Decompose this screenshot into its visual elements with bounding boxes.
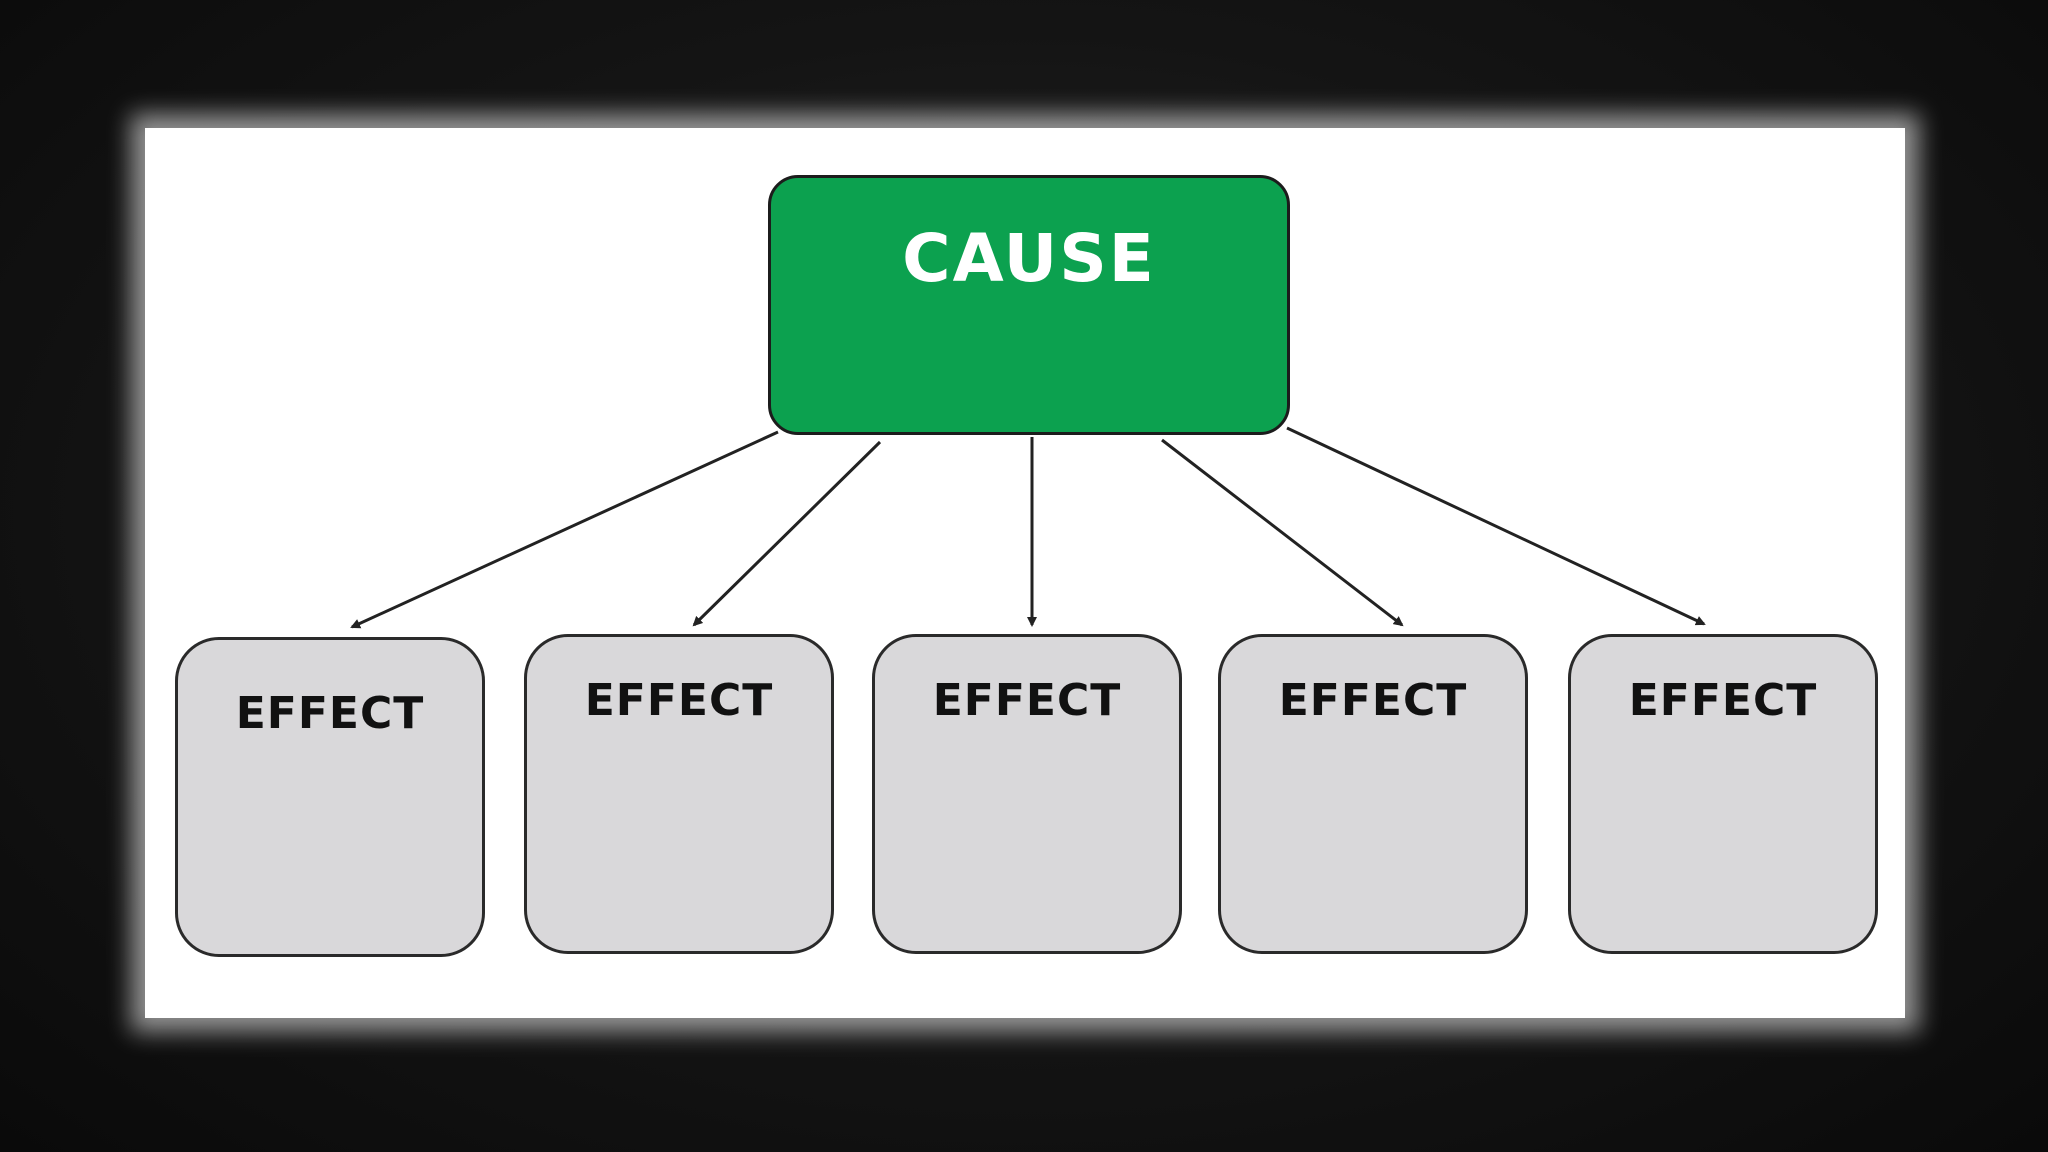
effect-label-2: EFFECT xyxy=(584,675,774,726)
effect-label-5: EFFECT xyxy=(1628,675,1818,726)
cause-label: CAUSE xyxy=(902,220,1156,297)
effect-box-2: EFFECT xyxy=(524,634,834,954)
arrow-cause-to-effect-4 xyxy=(1161,438,1404,627)
arrow-cause-to-effect-2 xyxy=(692,440,882,627)
effect-box-3: EFFECT xyxy=(872,634,1182,954)
effect-box-1: EFFECT xyxy=(175,637,485,957)
effect-label-1: EFFECT xyxy=(235,688,425,739)
effect-box-5: EFFECT xyxy=(1568,634,1878,954)
effect-label-3: EFFECT xyxy=(932,675,1122,726)
effect-box-4: EFFECT xyxy=(1218,634,1528,954)
arrow-cause-to-effect-5 xyxy=(1286,426,1706,626)
cause-box: CAUSE xyxy=(768,175,1290,435)
effect-label-4: EFFECT xyxy=(1278,675,1468,726)
arrow-cause-to-effect-1 xyxy=(350,430,779,629)
